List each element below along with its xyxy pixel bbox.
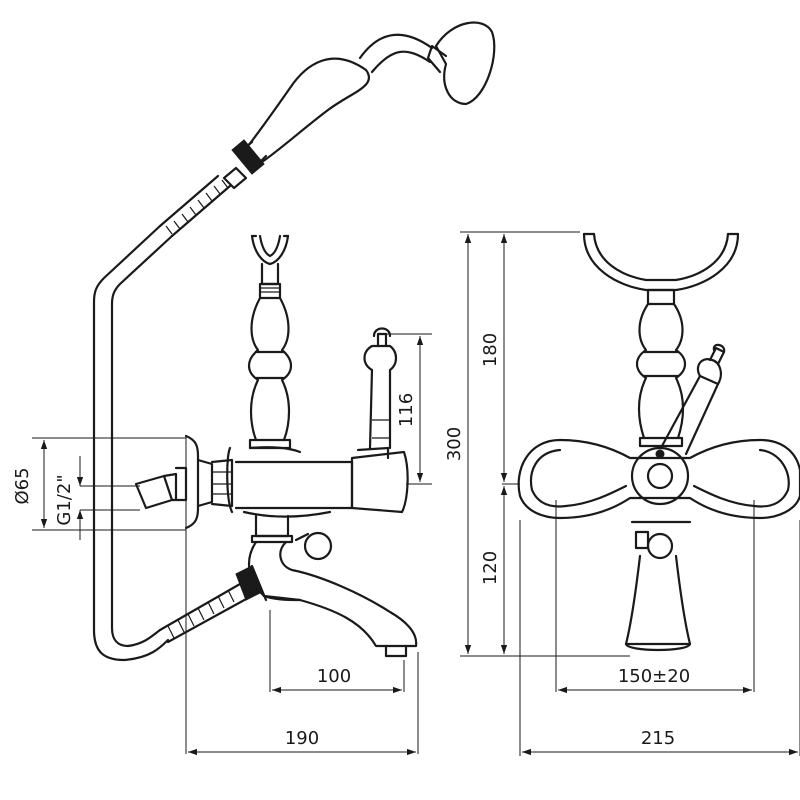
front-lever	[660, 343, 726, 456]
front-cradle	[582, 232, 740, 306]
label-inlet-centres: 150±20	[618, 666, 690, 687]
label-lever-height: 116	[396, 393, 417, 427]
label-side-depth: 190	[285, 728, 319, 749]
side-view: Ø65 G1/2" 116 100 190	[12, 21, 496, 756]
hand-shower-handle	[238, 57, 370, 168]
shower-cradle	[250, 234, 290, 300]
label-overall-height: 300	[444, 427, 465, 461]
diverter	[250, 514, 333, 561]
front-view: 300 180 120 150±20 215	[444, 231, 800, 756]
front-spout	[624, 520, 692, 652]
label-lower-height: 120	[480, 551, 501, 585]
lever-handle	[350, 327, 409, 514]
side-dimension-lines	[32, 333, 432, 754]
baluster-column	[247, 296, 293, 450]
bath-spout	[248, 540, 418, 658]
label-thread: G1/2"	[54, 474, 75, 525]
front-body	[517, 438, 800, 520]
wall-inlet	[134, 434, 234, 530]
hose-loop	[92, 224, 174, 662]
upper-hose	[158, 174, 232, 238]
label-upper-height: 180	[480, 333, 501, 367]
label-diameter: Ø65	[12, 467, 33, 504]
hand-shower-head	[358, 21, 496, 106]
hose-connector-top	[222, 139, 265, 190]
front-baluster	[635, 302, 687, 448]
front-dimension-lines	[460, 231, 800, 756]
label-spout-reach: 100	[317, 666, 351, 687]
label-front-width: 215	[641, 728, 675, 749]
lower-hose	[158, 582, 250, 644]
valve-body	[226, 446, 354, 518]
